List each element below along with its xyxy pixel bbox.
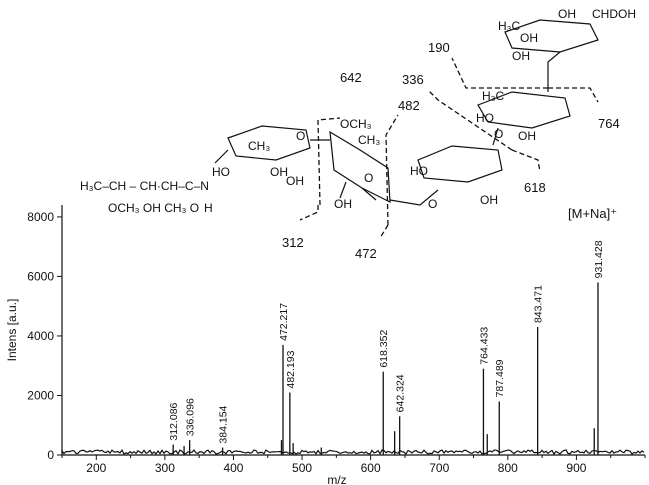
- ring-top: [504, 19, 599, 53]
- x-axis-label: m/z: [327, 473, 346, 485]
- chain-line-2: OCH₃ OH CH₃ O: [108, 201, 199, 215]
- peaks: 312.086 336.096 384.154 472.217 482.193 618.3…: [168, 240, 605, 455]
- ring-text-4: OH: [512, 49, 530, 63]
- x-ticks: 200 300 400 500 600 700 800 900: [61, 455, 646, 475]
- x-tick-label-4: 600: [361, 461, 381, 475]
- ring-text-14: O: [296, 129, 305, 143]
- fragment-label-764: 764: [598, 116, 620, 131]
- arrow-336: [427, 89, 513, 151]
- fragment-label-190: 190: [428, 40, 450, 55]
- x-tick-label-0: 200: [86, 461, 106, 475]
- x-tick-label-2: 400: [223, 461, 243, 475]
- ion-annotation: [M+Na]⁺: [568, 206, 617, 221]
- ring-text-13: OH: [286, 174, 304, 188]
- ring-text-16: O: [428, 197, 437, 211]
- link-left: [214, 149, 229, 164]
- arrow-312: [299, 205, 319, 221]
- x-tick-label-3: 500: [292, 461, 312, 475]
- ring-text-8: OH: [480, 193, 498, 207]
- peak-label-2: 384.154: [218, 405, 230, 443]
- peak-label-4: 482.193: [285, 350, 297, 388]
- x-tick-label-1: 300: [155, 461, 175, 475]
- ring-substituent-labels: H₃C OH CHDOH OH OH HO H₃C OH OH HO OH OC…: [212, 7, 636, 211]
- chain-nh-label: H: [204, 201, 213, 215]
- peak-label-3: 472.217: [278, 303, 290, 341]
- middle-ring-substituent: [339, 181, 377, 201]
- ring-upper-right: [477, 91, 571, 129]
- link-middle-right: [389, 189, 439, 206]
- peak-label-0: 312.086: [168, 402, 180, 440]
- chemical-structure: 642 312 482 472 336 618 190 764 H₃C–CH –…: [80, 7, 636, 261]
- fragment-label-336: 336: [402, 72, 424, 87]
- arrow-642: [317, 117, 341, 206]
- ring-text-12: CH₃: [358, 133, 380, 147]
- peak-label-8: 787.489: [494, 359, 506, 397]
- ring-text-17: O: [494, 127, 503, 141]
- peak-label-7: 764.433: [478, 327, 490, 365]
- x-tick-label-7: 900: [566, 461, 586, 475]
- link-upper-top: [547, 51, 561, 92]
- ring-text-2: CHDOH: [592, 7, 636, 21]
- x-tick-label-5: 700: [429, 461, 449, 475]
- fragment-label-642: 642: [340, 70, 362, 85]
- baseline-noise: [61, 448, 645, 456]
- ring-text-20: OH: [270, 165, 288, 179]
- ring-text-10: OH: [334, 197, 352, 211]
- y-tick-label-2: 4000: [27, 329, 54, 343]
- ring-text-3: OH: [520, 31, 538, 45]
- ring-text-5: HO: [476, 111, 494, 125]
- chain-line-1: H₃C–CH – CH·CH–C–N: [80, 179, 209, 193]
- ring-text-19: CH₃: [248, 139, 270, 153]
- y-tick-label-3: 6000: [27, 269, 54, 283]
- y-ticks: 0 2000 4000 6000 8000: [27, 210, 62, 462]
- peak-label-1: 336.096: [185, 398, 197, 436]
- ring-right: [417, 145, 503, 183]
- link-right-upper: [492, 127, 499, 146]
- ring-middle: [329, 130, 391, 204]
- ring-text-7: OH: [518, 129, 536, 143]
- fragment-label-312: 312: [282, 235, 304, 250]
- arrow-190: [451, 57, 548, 89]
- ring-text-18: HO: [212, 165, 230, 179]
- arrow-618: [511, 149, 541, 173]
- ring-left: [227, 125, 311, 161]
- fragment-labels: 642 312 482 472 336 618 190 764: [282, 40, 620, 261]
- y-tick-label-4: 8000: [27, 210, 54, 224]
- arrow-764: [548, 87, 599, 103]
- side-chain: H₃C–CH – CH·CH–C–N OCH₃ OH CH₃ O H: [80, 179, 213, 215]
- y-tick-label-1: 2000: [27, 388, 54, 402]
- peak-label-9: 843.471: [533, 285, 545, 323]
- y-axis-label: Intens [a.u.]: [5, 299, 19, 362]
- peak-label-5: 618.352: [378, 330, 390, 368]
- y-tick-label-0: 0: [47, 448, 54, 462]
- fragment-label-472: 472: [355, 246, 377, 261]
- ring-text-6: H₃C: [482, 89, 505, 103]
- ring-text-0: H₃C: [498, 19, 521, 33]
- ring-text-15: O: [364, 171, 373, 185]
- peak-label-6: 642.324: [395, 374, 407, 412]
- peak-label-10: 931.428: [593, 240, 605, 278]
- fragment-label-618: 618: [524, 180, 546, 195]
- mass-spectrum: 0 2000 4000 6000 8000 200 300 400 500 600 700 800 9…: [5, 205, 646, 485]
- ring-text-1: OH: [558, 7, 576, 21]
- arrow-472: [379, 224, 389, 239]
- ring-text-11: OCH₃: [340, 117, 372, 131]
- minor-peaks: [183, 428, 595, 455]
- x-tick-label-6: 800: [498, 461, 518, 475]
- arrow-482: [385, 114, 399, 226]
- ring-text-9: HO: [410, 164, 428, 178]
- fragment-label-482: 482: [398, 98, 420, 113]
